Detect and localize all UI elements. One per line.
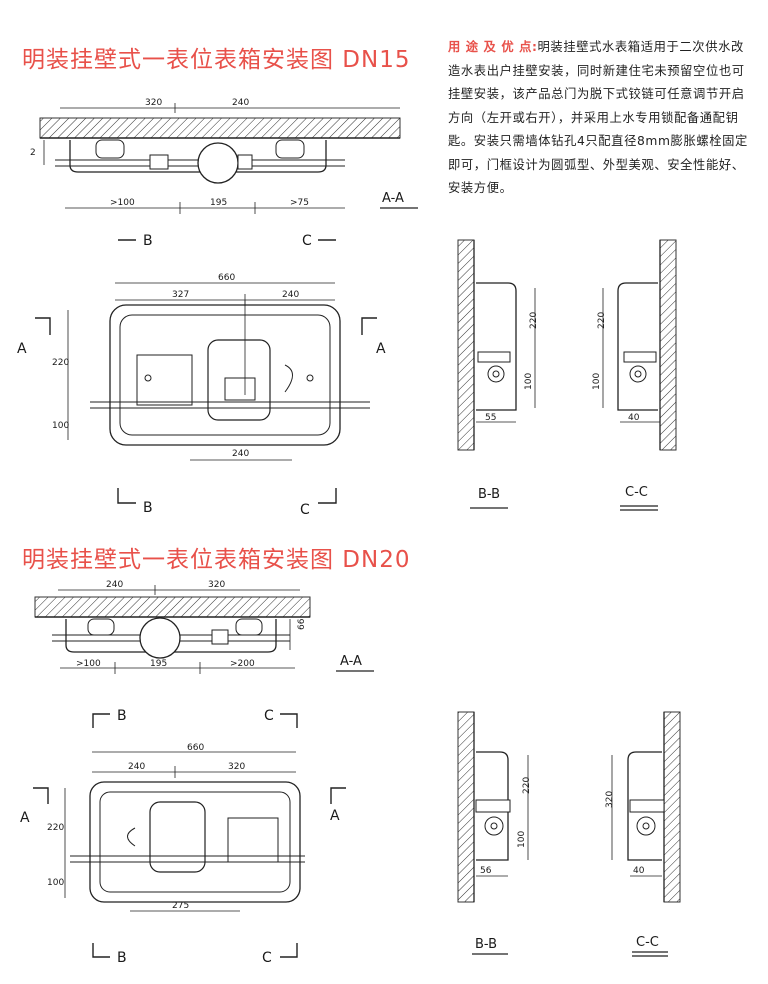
dn20-cc-w: 40 bbox=[633, 866, 645, 876]
dn20-bb-h2: 100 bbox=[517, 831, 527, 848]
dn20-label-a-right: A bbox=[330, 808, 340, 824]
dn20-dim-inner-right: 320 bbox=[228, 762, 245, 772]
dn20-label-b-top: B bbox=[117, 708, 127, 724]
description-body: 明装挂壁式水表箱适用于二次供水改造水表出户挂壁安装，同时新建住宅未预留空位也可挂… bbox=[448, 40, 748, 195]
dn20-bb-w: 56 bbox=[480, 866, 492, 876]
dn15-label-c-top: C bbox=[302, 233, 312, 249]
dn20-label-c-top: C bbox=[264, 708, 274, 724]
dn15-dim-side: 2 bbox=[30, 148, 36, 158]
description: 用 途 及 优 点:明装挂壁式水表箱适用于二次供水改造水表出户挂壁安装，同时新建… bbox=[448, 36, 750, 201]
dn15-section-cc: 220 100 40 C-C bbox=[592, 239, 677, 511]
dn15-bb-h1: 220 bbox=[529, 312, 539, 329]
description-heading: 用 途 及 优 点: bbox=[448, 40, 538, 54]
dn15-label-bb: B-B bbox=[478, 487, 500, 502]
dn20-label-cc: C-C bbox=[636, 935, 659, 950]
dn20-dim-top-left: 240 bbox=[106, 580, 123, 590]
dn20-section-cc: 320 40 C-C bbox=[605, 711, 681, 957]
dn20-dim-height-upper: 220 bbox=[47, 823, 64, 833]
dn15-label-a-left: A bbox=[17, 341, 27, 357]
dn20-dim-bot-left: >100 bbox=[76, 659, 101, 669]
dn15-dim-bottom: 240 bbox=[232, 449, 249, 459]
dn20-bb-h1: 220 bbox=[522, 777, 532, 794]
dn15-cc-h2: 100 bbox=[592, 373, 602, 390]
dn15-bb-w: 55 bbox=[485, 413, 496, 423]
dn15-section-aa: 320 240 2 >100 195 >75 A-A bbox=[30, 98, 418, 214]
dn20-label-a-left: A bbox=[20, 810, 30, 826]
dn20-label-bb: B-B bbox=[475, 937, 497, 952]
dn15-section-bb: 220 100 55 B-B bbox=[457, 239, 539, 509]
dn20-label-b-bottom: B bbox=[117, 950, 127, 966]
dn15-dim-width: 660 bbox=[218, 273, 235, 283]
dn20-dim-bottom: 275 bbox=[172, 901, 189, 911]
dn15-cc-h1: 220 bbox=[597, 312, 607, 329]
dn15-label-b-bottom: B bbox=[143, 500, 153, 516]
dn15-dim-top-left: 320 bbox=[145, 98, 162, 108]
dn15-label-c-bottom: C bbox=[300, 502, 310, 518]
dn20-label-aa: A-A bbox=[340, 654, 362, 669]
dn15-bb-h2: 100 bbox=[524, 373, 534, 390]
dn15-label-a-right: A bbox=[376, 341, 386, 357]
title-dn15: 明装挂壁式一表位表箱安装图 DN15 bbox=[22, 47, 411, 73]
dn15-dim-inner-right: 240 bbox=[282, 290, 299, 300]
dn15-dim-bot-mid: 195 bbox=[210, 198, 227, 208]
dn20-dim-bot-mid: 195 bbox=[150, 659, 167, 669]
dn20-section-bb: 220 100 56 B-B bbox=[457, 711, 532, 955]
dn15-label-b-top: B bbox=[143, 233, 153, 249]
dn15-label-cc: C-C bbox=[625, 485, 648, 500]
dn20-dim-top-right: 320 bbox=[208, 580, 225, 590]
dn20-plan-view: B C 660 240 320 220 100 275 A A B C bbox=[20, 708, 346, 966]
dn15-dim-bot-left: >100 bbox=[110, 198, 135, 208]
dn15-dim-inner-left: 327 bbox=[172, 290, 189, 300]
dn20-dim-side: 66 bbox=[297, 618, 307, 630]
dn15-dim-bot-right: >75 bbox=[290, 198, 309, 208]
dn20-dim-height-lower: 100 bbox=[47, 878, 64, 888]
title-dn20: 明装挂壁式一表位表箱安装图 DN20 bbox=[22, 547, 411, 573]
dn20-section-aa: 240 320 66 >100 195 >200 A-A bbox=[34, 580, 374, 674]
dn20-dim-width: 660 bbox=[187, 743, 204, 753]
dn20-dim-bot-right: >200 bbox=[230, 659, 255, 669]
dn20-cc-h1: 320 bbox=[605, 791, 615, 808]
dn15-cc-w: 40 bbox=[628, 413, 640, 423]
dn20-dim-inner-left: 240 bbox=[128, 762, 145, 772]
dn15-plan-view: B C 660 327 240 220 100 240 A A B C bbox=[17, 233, 386, 518]
dn20-label-c-bottom: C bbox=[262, 950, 272, 966]
dn15-dim-height-lower: 100 bbox=[52, 421, 69, 431]
dn15-dim-top-right: 240 bbox=[232, 98, 249, 108]
dn15-label-aa: A-A bbox=[382, 191, 404, 206]
dn15-dim-height-upper: 220 bbox=[52, 358, 69, 368]
